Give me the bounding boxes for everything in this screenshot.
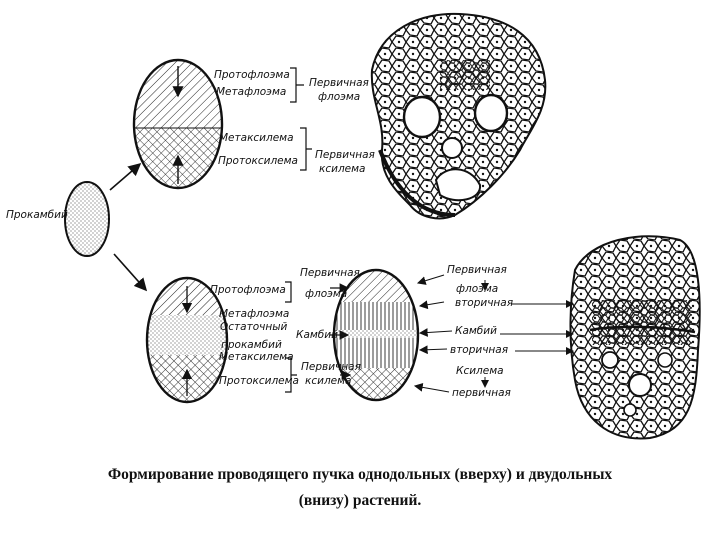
- caption-line-1: Формирование проводящего пучка однодольн…: [107, 466, 613, 483]
- bottom-prokambiy-label: прокамбий: [221, 339, 282, 351]
- bottom-protoksilema-label: Протоксилема: [219, 375, 299, 387]
- right-pervichnaya-top: Первичная: [447, 264, 507, 276]
- bottom-pervichnaya-floema-2: флоэма: [305, 288, 347, 300]
- bottom-metafloema-label: Метафлоэма: [219, 308, 289, 320]
- right-pervichnaya-bottom: первичная: [452, 387, 511, 399]
- bottom-metaksilema-label: Метаксилема: [219, 351, 294, 363]
- bottom-protofloema-label: Протофлоэма: [210, 284, 286, 296]
- arrow-to-bottom: [113, 253, 148, 292]
- top-protoksilema-label: Протоксилема: [218, 155, 298, 167]
- procambium-ellipse: [64, 181, 110, 257]
- top-metaksilema-label: Метаксилема: [219, 132, 294, 144]
- top-protofloema-label: Протофлоэма: [214, 69, 290, 81]
- top-pervichnaya-floema-2: флоэма: [318, 91, 360, 103]
- figure-caption: Формирование проводящего пучка однодольн…: [20, 462, 700, 514]
- bottom-kambiy-label: Камбий: [296, 329, 338, 341]
- right-vtorichnaya-top: вторичная: [455, 297, 513, 309]
- right-ksilema: Ксилема: [456, 365, 504, 377]
- top-pervichnaya-floema-1: Первичная: [309, 77, 369, 89]
- right-floema: флоэма: [456, 283, 498, 295]
- dicot-micrograph: [569, 235, 701, 440]
- caption-line-2: (внизу) растений.: [298, 492, 422, 509]
- right-vtorichnaya-bottom: вторичная: [450, 344, 508, 356]
- bottom-ostatochny-label: Остаточный: [220, 321, 287, 333]
- top-pervichnaya-ksilema-1: Первичная: [315, 149, 375, 161]
- bottom-pervichnaya-floema-1: Первичная: [300, 267, 360, 279]
- monocot-micrograph: [370, 12, 547, 220]
- top-metafloema-label: Метафлоэма: [216, 86, 286, 98]
- arrow-to-top: [109, 162, 142, 191]
- bottom-pervichnaya-ksilema-2: ксилема: [305, 375, 351, 387]
- top-pervichnaya-ksilema-2: ксилема: [319, 163, 365, 175]
- right-kambiy: Камбий: [455, 325, 497, 337]
- prokambiy-label: Прокамбий: [6, 209, 68, 221]
